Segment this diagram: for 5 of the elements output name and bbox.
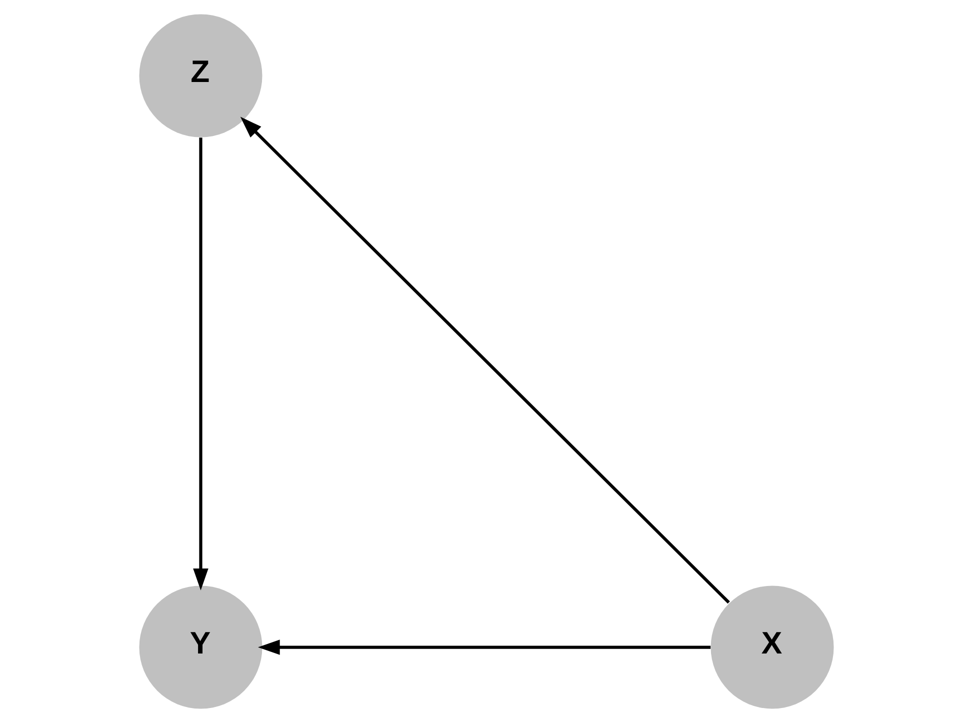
arrow — [240, 116, 730, 604]
arrow — [257, 640, 710, 655]
arrow — [192, 138, 208, 590]
node-circle: Y — [138, 586, 262, 709]
node-circle: X — [710, 586, 834, 709]
